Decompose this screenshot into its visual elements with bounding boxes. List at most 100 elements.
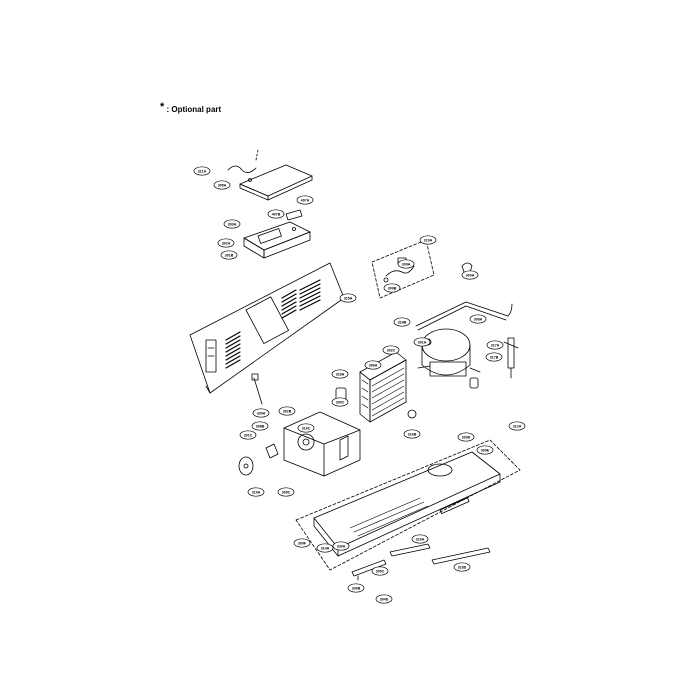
base-rails — [351, 543, 491, 581]
callout-label: 310A — [252, 490, 261, 494]
callout-310a: 310A — [247, 487, 265, 497]
callout-balloon — [331, 397, 349, 407]
callout-balloon — [331, 369, 349, 379]
callout-label: 407A — [301, 198, 310, 202]
callout-316a: 316A — [411, 534, 429, 544]
callout-label: 330A — [257, 411, 266, 415]
callout-label: 301B — [225, 253, 234, 257]
callout-balloon — [469, 314, 487, 324]
callout-label: 302C — [387, 348, 396, 352]
callout-label: 309E — [481, 448, 490, 452]
callout-label: 302B — [283, 409, 292, 413]
callout-label: 309F — [298, 541, 307, 545]
callout-label: 318B — [398, 320, 407, 324]
control-box — [243, 209, 311, 259]
callout-label: 312A — [513, 424, 522, 428]
fan-motor-assembly — [265, 411, 361, 477]
fan-blade — [238, 456, 254, 476]
callout-label: 330A — [337, 544, 346, 548]
callout-label: 407B — [272, 212, 281, 216]
callout-317b: 317B — [485, 352, 503, 362]
callout-label: 330B — [352, 586, 361, 590]
callout-balloon — [278, 406, 296, 416]
callout-balloon — [339, 293, 357, 303]
callout-label: 309C — [282, 490, 291, 494]
callout-balloon — [223, 219, 241, 229]
callout-balloon — [383, 283, 401, 293]
callout-balloon — [397, 259, 415, 269]
callout-305c: 305C — [371, 566, 389, 576]
asterisk: * — [160, 101, 165, 113]
callout-label: 309B — [388, 286, 397, 290]
callout-label: 305A — [218, 183, 227, 187]
callout-label: 300A — [466, 273, 475, 277]
callout-balloon — [419, 235, 437, 245]
callout-label: 314A — [321, 546, 330, 550]
rear-panel — [189, 262, 345, 394]
refrigerant-tubing — [415, 301, 513, 331]
callout-309e: 309E — [476, 445, 494, 455]
callout-312a: 312A — [508, 421, 526, 431]
callout-label: 309A — [402, 262, 411, 266]
callout-balloon — [316, 543, 334, 553]
callout-316c: 316C — [297, 423, 315, 433]
callout-label: 316C — [302, 426, 311, 430]
callout-407b: 407B — [267, 209, 285, 219]
callout-311a: 311A — [193, 166, 211, 176]
callout-302b: 302B — [278, 406, 296, 416]
callout-balloon — [296, 195, 314, 205]
callout-label: 319A — [424, 238, 433, 242]
callout-309f: 309F — [293, 538, 311, 548]
wiring-harness — [371, 239, 435, 299]
callout-balloon — [252, 408, 270, 418]
callout-label: 308A — [474, 317, 483, 321]
callout-301b: 301B — [220, 250, 238, 260]
callout-balloon — [247, 487, 265, 497]
callout-308a: 308A — [469, 314, 487, 324]
callout-301a: 301A — [413, 337, 431, 347]
callout-301c: 301C — [239, 430, 257, 440]
callout-309b: 309B — [383, 283, 401, 293]
callout-balloon — [382, 345, 400, 355]
callout-balloon — [453, 562, 471, 572]
callout-label: 302A — [222, 241, 231, 245]
callout-balloon — [293, 538, 311, 548]
callout-318b: 318B — [393, 317, 411, 327]
callout-balloon — [364, 360, 382, 370]
callout-330b: 330B — [347, 583, 365, 593]
callout-label: 318A — [336, 372, 345, 376]
callout-balloon — [213, 180, 231, 190]
callout-balloon — [217, 238, 235, 248]
callout-303a: 303A — [223, 219, 241, 229]
callout-318a: 318A — [331, 369, 349, 379]
optional-part-note: * : Optional part — [160, 101, 221, 115]
callout-balloon — [411, 534, 429, 544]
callout-label: 301A — [418, 340, 427, 344]
callout-balloon — [251, 421, 269, 431]
callout-label: 306A — [369, 363, 378, 367]
callout-balloon — [403, 429, 421, 439]
callout-309c: 309C — [277, 487, 295, 497]
callout-407a: 407A — [296, 195, 314, 205]
callout-balloon — [485, 352, 503, 362]
callout-314a: 314A — [316, 543, 334, 553]
callout-300a: 300A — [461, 270, 479, 280]
base-plate-assembly — [295, 439, 521, 571]
callout-308b: 308B — [251, 421, 269, 431]
callout-305a: 305A — [213, 180, 231, 190]
callout-label: 308B — [256, 424, 265, 428]
callout-balloon — [347, 583, 365, 593]
callout-balloon — [332, 541, 350, 551]
callout-300c: 300C — [331, 397, 349, 407]
callout-balloon — [486, 340, 504, 350]
callout-label: 303A — [228, 222, 237, 226]
callout-label: 316B — [408, 432, 417, 436]
top-cover-plate — [227, 149, 313, 201]
callout-label: 305C — [376, 569, 385, 573]
callout-balloon — [239, 430, 257, 440]
callout-330a: 330A — [332, 541, 350, 551]
callout-label: 317B — [490, 355, 499, 359]
callout-balloon — [297, 423, 315, 433]
callout-317a: 317A — [486, 340, 504, 350]
callout-balloon — [461, 270, 479, 280]
